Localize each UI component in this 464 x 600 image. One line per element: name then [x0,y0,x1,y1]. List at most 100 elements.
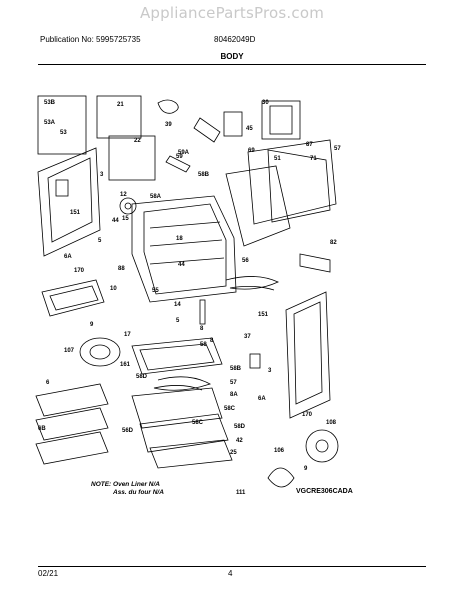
callout: 151 [258,312,269,318]
callout: 170 [302,412,313,418]
oven-rack-3 [35,431,109,465]
callout: 37 [244,334,251,340]
callout: 45 [246,126,253,132]
callout: 6A [258,396,266,402]
callout: 15 [122,216,129,222]
side-panel [225,165,291,247]
callout: 59 [176,154,183,160]
oven-door-left [37,147,101,257]
callout: 108 [326,420,337,426]
callout: 56 [242,258,249,264]
callout: 39 [165,122,172,128]
callout: 71 [310,156,317,162]
inset-box-53b [37,95,87,155]
callout: 57 [334,146,341,152]
callout: 18 [176,236,183,242]
oven-door-right [285,291,331,419]
callout: 10 [110,286,117,292]
header-rule [38,64,426,65]
page-number: 4 [228,569,233,578]
callout: 9 [304,466,308,472]
page-title: BODY [220,52,244,61]
callout: 58D [136,374,148,380]
callout: 3 [100,172,104,178]
watermark: AppliancePartsPros.com [139,4,325,22]
callout: 51 [274,156,281,162]
callout: 8 [200,326,204,332]
knob-part [119,197,137,215]
callout-labels: 53B 21 39 30 53 53A 59A 45 57 87 22 69 7… [38,100,341,496]
bracket-part [299,253,331,273]
footer-rule [38,566,426,567]
callout: 58 [200,342,207,348]
callout: 53A [44,120,56,126]
callout: 53B [44,100,56,106]
footer-date: 02/21 [38,569,59,578]
callout: 22 [134,138,141,144]
callout: 6B [38,426,46,432]
publication-number: Publication No: 5995725735 [40,35,141,44]
heating-element-top [225,276,279,291]
callout: 12 [120,192,127,198]
callout: 87 [306,142,313,148]
callout: 6A [64,254,72,260]
callout: 56D [122,428,134,434]
diagram-code: VGCRE306CADA [296,488,353,495]
callout: 57 [230,380,237,386]
callout: 58A [150,194,162,200]
oven-cavity [131,195,237,303]
callout: 107 [64,348,75,354]
callout: 17 [124,332,131,338]
callout: 44 [178,262,185,268]
callout: 8 [210,338,214,344]
callout: 58D [234,424,246,430]
note-line-2: Ass. du four N/A [113,489,164,496]
fan-blade [267,467,295,488]
drawer-panel [139,413,229,453]
note-text: NOTE: Oven Liner N/A Ass. du four N/A [91,481,164,497]
callout: 161 [120,362,131,368]
callout: 44 [112,218,119,224]
note-line-1: NOTE: Oven Liner N/A [91,481,160,488]
screw-part [249,353,261,369]
convection-fan [79,337,121,367]
drawer-base [149,439,233,469]
callout: 151 [70,210,81,216]
oven-rack-1 [35,383,109,417]
callout: 8A [230,392,238,398]
oven-rack-2 [35,407,109,441]
callout: 30 [262,100,269,106]
callout: 58C [224,406,236,412]
broil-pan [41,279,105,317]
callout: 5 [176,318,180,324]
callout: 58C [192,420,204,426]
callout: 14 [174,302,181,308]
inset-box-21 [96,95,142,139]
drawer-frame [131,387,223,429]
callout: 58B [198,172,210,178]
callout: 3 [268,368,272,374]
heating-element-bottom [153,376,211,391]
part-number: 80462049D [214,35,256,44]
inset-box-22 [108,135,156,181]
callout: 58B [230,366,242,372]
callout: 25 [230,450,237,456]
oven-tray [131,337,223,375]
callout: 53 [60,130,67,136]
callout: 59A [178,150,190,156]
callout: 5 [98,238,102,244]
callout: 82 [330,240,337,246]
callout: 55 [152,288,159,294]
fan-motor [305,429,339,463]
callout: 69 [248,148,255,154]
callout: 21 [117,102,124,108]
callout: 170 [74,268,85,274]
callout: 9 [90,322,94,328]
callout: 106 [274,448,285,454]
callout: 111 [236,490,246,496]
back-panel [247,139,337,225]
callout: 6 [46,380,50,386]
callout: 42 [236,438,243,444]
callout: 88 [118,266,125,272]
